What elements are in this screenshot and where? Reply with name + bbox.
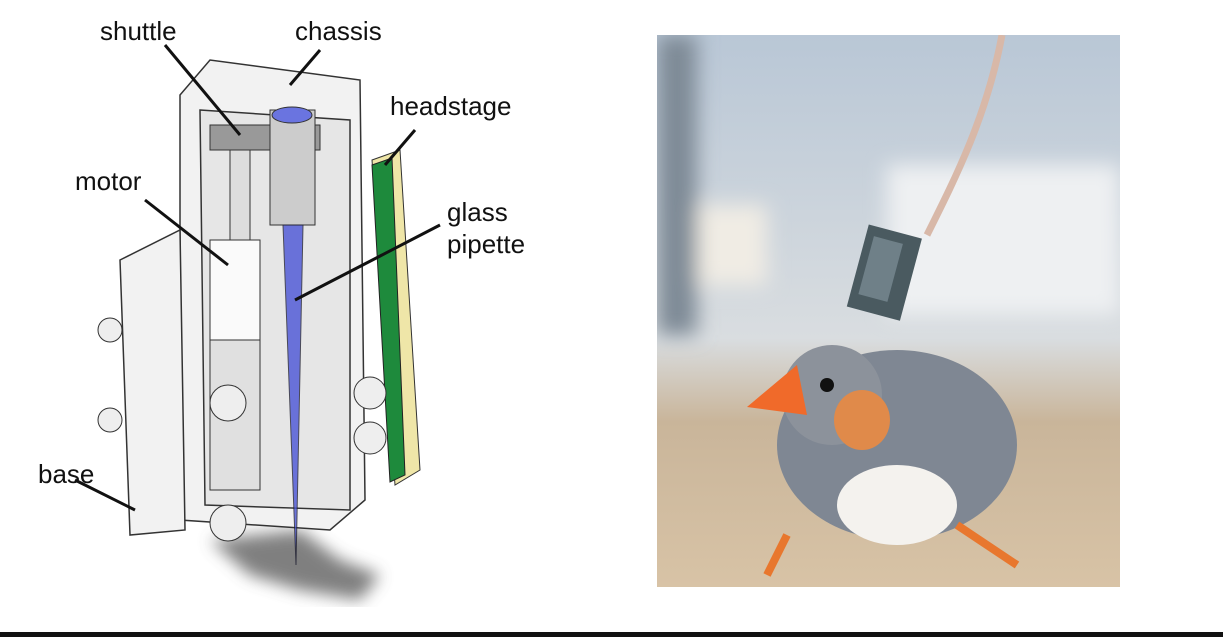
microdrive-diagram bbox=[74, 44, 441, 600]
label-motor: motor bbox=[75, 166, 142, 196]
headstage-board bbox=[371, 149, 421, 486]
background-blur bbox=[657, 35, 1120, 335]
label-chassis: chassis bbox=[295, 16, 382, 46]
label-glass-pipette-2: pipette bbox=[447, 229, 526, 259]
headstage-on-bird bbox=[846, 224, 922, 321]
label-shuttle: shuttle bbox=[100, 16, 177, 46]
tether-cable bbox=[923, 35, 1006, 237]
zebra-finch bbox=[747, 345, 1020, 577]
label-base: base bbox=[38, 459, 95, 489]
screws bbox=[97, 317, 387, 542]
label-headstage: headstage bbox=[390, 91, 512, 121]
glass-pipette bbox=[282, 224, 304, 566]
shadow bbox=[210, 530, 380, 600]
pipette-holder bbox=[269, 106, 316, 226]
zebra-finch-photo bbox=[657, 35, 1120, 587]
label-glass-pipette-1: glass bbox=[447, 197, 508, 227]
beak bbox=[747, 365, 807, 415]
leader-lines bbox=[74, 44, 441, 512]
bottom-rule bbox=[0, 632, 1223, 637]
